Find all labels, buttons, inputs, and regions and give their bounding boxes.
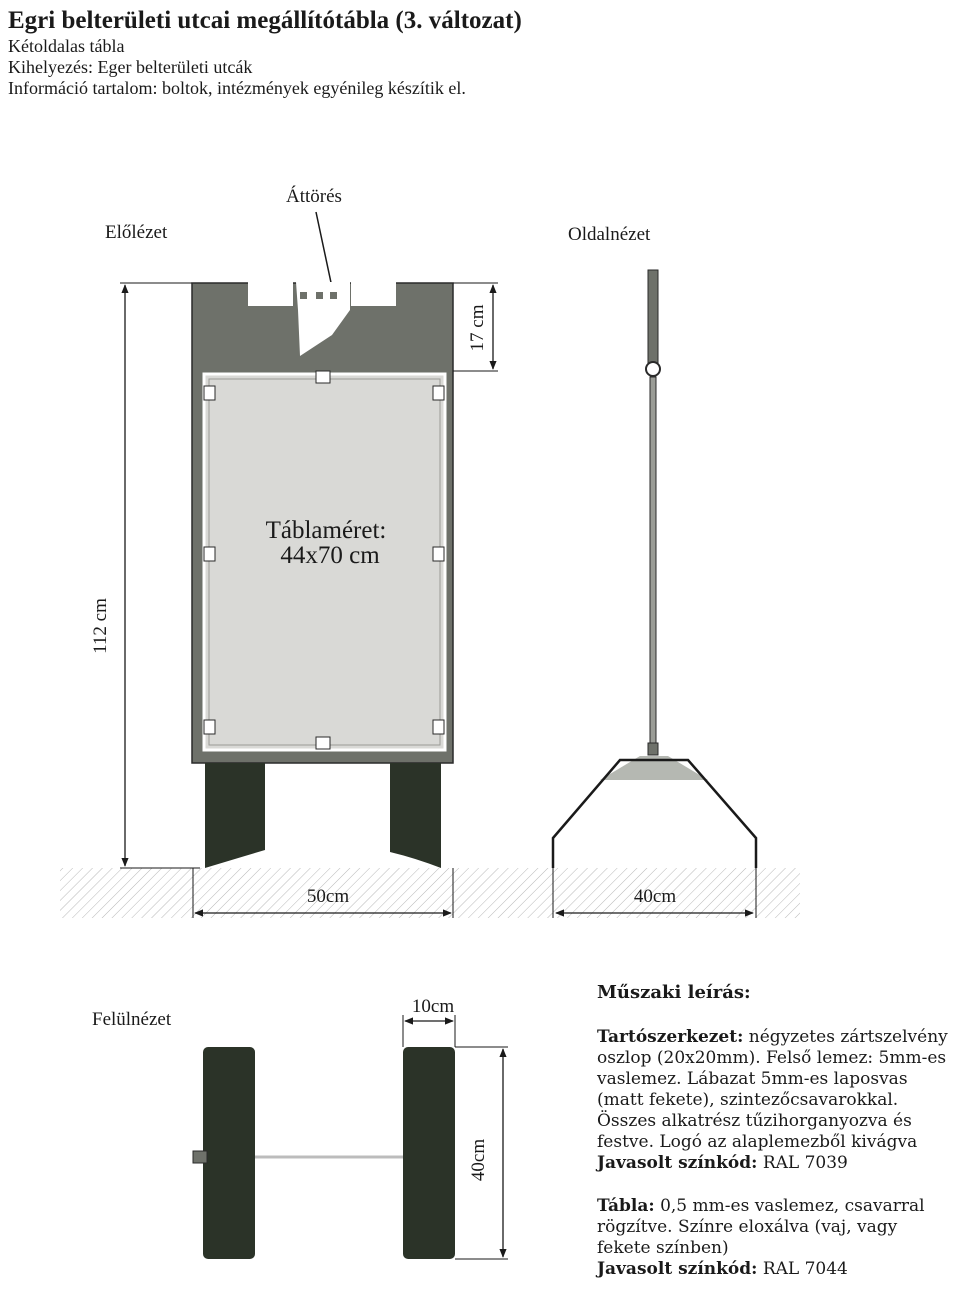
top-foot-left (203, 1047, 255, 1259)
side-base-fill (600, 756, 708, 780)
width-side-label: 40cm (634, 886, 676, 907)
leg-left (205, 763, 265, 868)
front-view: Táblaméret: 44x70 cm (191, 282, 454, 868)
top-notch-left (248, 282, 293, 306)
subtitle-placement: Kihelyezés: Eger belterületi utcák (8, 56, 253, 77)
leg-right (390, 763, 441, 868)
front-view-label: Előlézet (105, 222, 168, 243)
side-view-label: Oldalnézet (568, 224, 651, 245)
cutout-logo-shape (296, 282, 350, 356)
tech-heading: Műszaki leírás: (597, 982, 751, 1003)
ground-hatch (60, 868, 800, 918)
height-top-label: 17 cm (467, 304, 488, 351)
cutout-tooth (330, 292, 337, 299)
side-foot-frame (551, 758, 758, 868)
clip (203, 719, 216, 735)
subtitle-sides: Kétoldalas tábla (8, 35, 125, 56)
clip (432, 546, 445, 562)
side-bolt (645, 361, 661, 377)
cutout-tooth (316, 292, 323, 299)
subtitle-content: Információ tartalom: boltok, intézmények… (8, 77, 466, 98)
top-foot-right (403, 1047, 455, 1259)
top-bolt (192, 1150, 208, 1164)
side-post (649, 376, 657, 745)
side-post-base (647, 742, 659, 756)
cutout-tooth (300, 292, 307, 299)
top-view (192, 1047, 455, 1259)
page-title: Egri belterületi utcai megállítótábla (3… (8, 7, 522, 34)
height-total-label: 112 cm (90, 598, 111, 654)
header: Egri belterületi utcai megállítótábla (3… (8, 6, 522, 99)
clip (315, 736, 331, 750)
cutout-label: Áttörés (286, 185, 342, 207)
technical-description: Műszaki leírás: Tartószerkezet: négyzete… (597, 982, 953, 1280)
clip (315, 370, 331, 384)
side-top-plate (647, 269, 659, 371)
width-front-label: 50cm (307, 886, 349, 907)
sign-size-label-1: Táblaméret: (266, 517, 387, 544)
clip (432, 719, 445, 735)
cutout-pointer (315, 211, 336, 294)
depth-top-label: 40cm (468, 1139, 489, 1181)
width-foot-label: 10cm (412, 996, 454, 1017)
tech-structure: Tartószerkezet: négyzetes zártszelvény o… (597, 1027, 948, 1173)
top-notch-right (351, 282, 396, 306)
clip (203, 546, 216, 562)
side-view (551, 269, 758, 868)
top-view-label: Felülnézet (92, 1009, 172, 1030)
tech-sign: Tábla: 0,5 mm-es vaslemez, csavarral rög… (597, 1196, 925, 1279)
clip (432, 385, 445, 401)
clip (203, 385, 216, 401)
sign-size-label-2: 44x70 cm (280, 542, 380, 569)
